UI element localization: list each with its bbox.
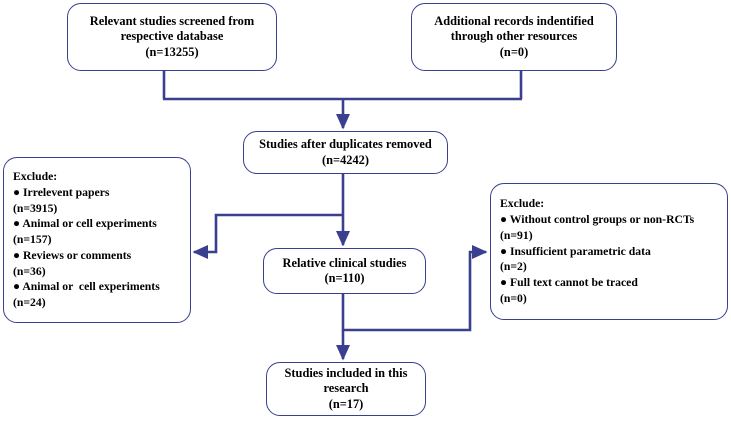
node-line: respective database [120,29,224,44]
node-line: through other resources [450,29,578,44]
exclude-item-count: (n=3915) [13,201,58,215]
node-line: (n=4242) [322,152,369,167]
exclude-item-count: (n=157) [13,233,52,247]
exclude-item-count: (n=24) [13,296,46,310]
node-line: Additional records indentified [434,14,594,29]
node-line: (n=110) [324,271,365,285]
node-line: Studies after duplicates removed [259,137,432,152]
exclude-item: ● Insufficient parametric data [500,244,651,258]
node-relative-clinical-studies: Relative clinical studies (n=110) [263,248,426,294]
node-studies-after-duplicates-removed: Studies after duplicates removed (n=4242… [243,131,448,174]
node-line: (n=13255) [145,44,199,59]
node-line: Studies included in this [284,366,408,381]
exclude-item: ● Full text cannot be traced [500,276,638,290]
exclude-heading: Exclude: [13,169,58,183]
node-exclude-right: Exclude: ● Without control groups or non… [490,183,728,320]
exclude-item-count: (n=2) [500,260,527,274]
exclude-item: ● Without control groups or non-RCTs [500,213,695,226]
exclude-item: ● Irrelevent papers [13,185,110,199]
node-studies-included-in-research: Studies included in this research (n=17) [266,362,426,416]
node-exclude-left: Exclude: ● Irrelevent papers (n=3915) ● … [3,157,191,323]
exclude-item-count: (n=36) [13,264,46,278]
exclude-item: ● Animal or cell experiments [13,217,157,231]
node-line: research [323,381,369,396]
exclude-item: ● Reviews or comments [13,248,132,262]
exclude-item-count: (n=91) [500,228,533,242]
exclude-heading: Exclude: [500,197,545,211]
node-additional-records: Additional records indentified through o… [411,3,617,71]
node-line: Relative clinical studies [282,255,407,270]
node-line: (n=0) [499,44,529,59]
node-relevant-studies-screened: Relevant studies screened from respectiv… [67,3,277,71]
exclude-item-count: (n=0) [500,291,527,305]
node-line: (n=17) [328,396,364,411]
node-line: Relevant studies screened from [89,14,255,29]
exclude-item: ● Animal or cell experiments [13,280,160,294]
connector-spine-to-exclude-left [192,213,343,260]
